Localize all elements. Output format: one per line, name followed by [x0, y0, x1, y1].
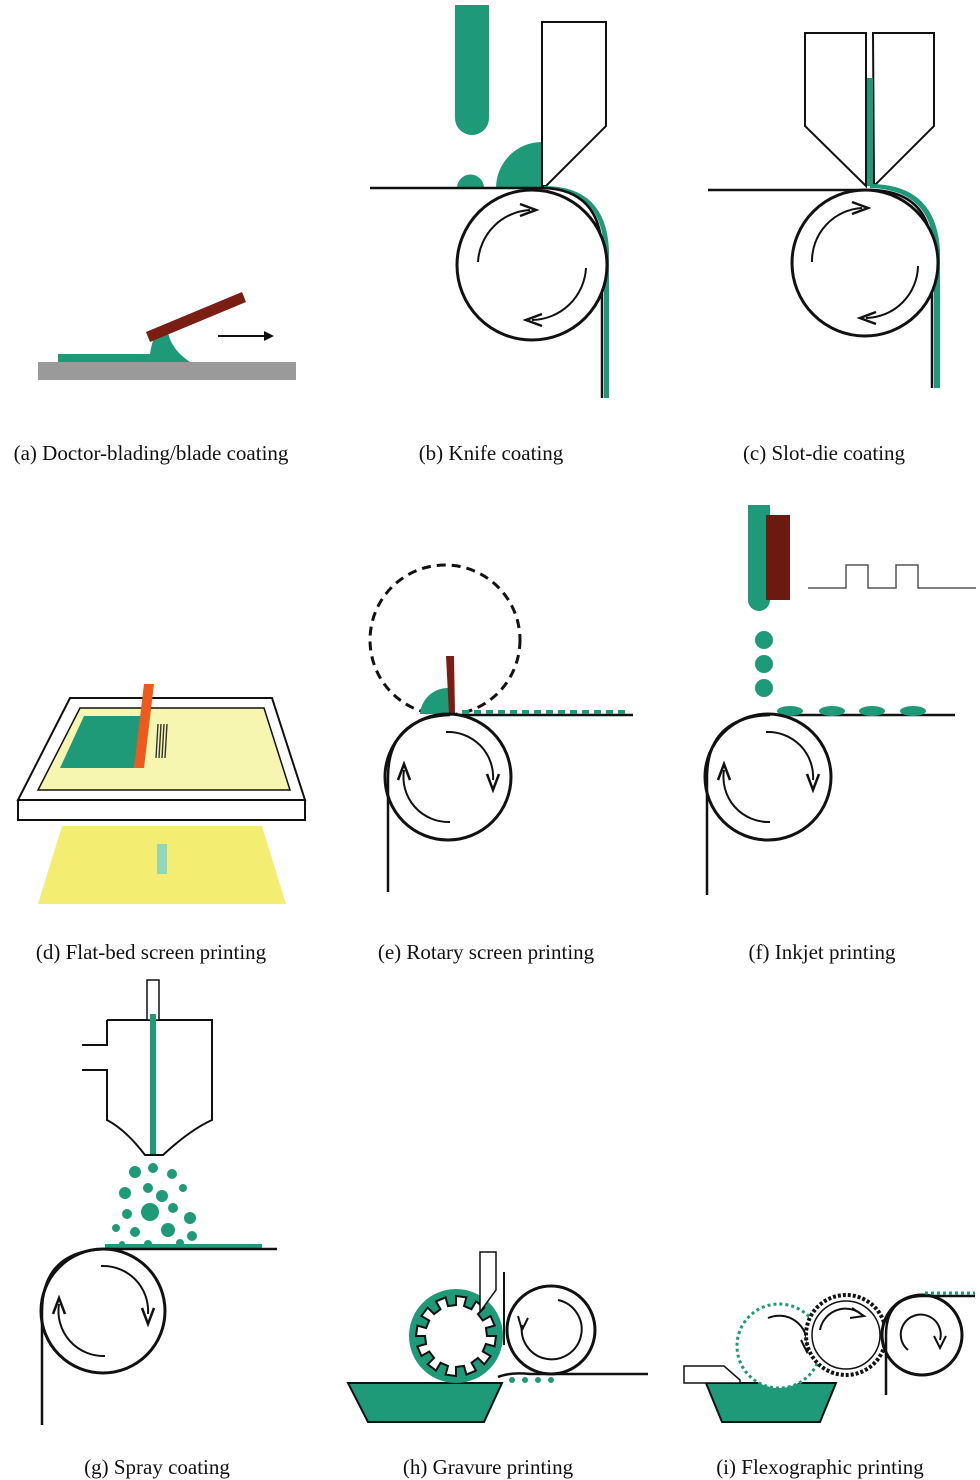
gravure-cell-outline	[414, 1294, 498, 1378]
roller	[39, 1247, 167, 1375]
impression-arrow-head	[933, 1335, 947, 1351]
caption-knife-coating: (b) Knife coating	[418, 441, 564, 465]
ink-droplet-2	[755, 655, 773, 673]
web-wrap	[386, 713, 451, 892]
roller-arrow-right	[445, 730, 495, 781]
roller	[790, 188, 940, 338]
spray-nozzle-body	[82, 1019, 213, 1156]
caption-inkjet: (f) Inkjet printing	[748, 940, 896, 964]
caption-rotary-screen: (e) Rotary screen printing	[377, 940, 595, 964]
caption-doctor-blading: (a) Doctor-blading/blade coating	[13, 441, 289, 465]
roller-arrow-right	[100, 1264, 150, 1315]
slot-die-left	[804, 32, 867, 189]
panel-flexographic	[683, 1291, 975, 1423]
slot-ink-channel	[867, 78, 873, 186]
caption-gravure: (h) Gravure printing	[402, 1455, 574, 1479]
ink-feed	[150, 1014, 156, 1154]
printed-lines-on-screen	[155, 723, 168, 759]
gravure-cylinder-cells	[414, 1294, 498, 1378]
plate-cylinder	[811, 1300, 881, 1370]
roller-arrow-top-head	[851, 200, 872, 216]
panel-gravure	[346, 1251, 648, 1423]
pulse-signal	[808, 564, 976, 589]
web-wrap	[40, 1247, 106, 1425]
ink-pool	[60, 716, 142, 768]
roller-arrow-right-head	[140, 1307, 156, 1328]
panel-slot-die	[708, 32, 940, 388]
printed-dots	[509, 1377, 554, 1383]
ink-film	[58, 333, 190, 362]
substrate-web	[497, 1372, 648, 1379]
doctor-blade	[479, 1251, 497, 1315]
roller-arrow-bottom	[531, 267, 587, 321]
substrate-web	[884, 1294, 975, 1395]
piezo-actuator	[766, 515, 790, 600]
doctor-blade	[683, 1365, 741, 1384]
caption-flatbed-screen: (d) Flat-bed screen printing	[35, 940, 267, 964]
impression-arrow-head	[517, 1315, 529, 1333]
roller-arrow-left	[722, 769, 771, 824]
impression-arrow	[899, 1313, 942, 1351]
panel-doctor-blading	[38, 292, 296, 380]
ink-inside-screen	[420, 687, 452, 714]
roller-arrow-left-head	[716, 760, 732, 781]
slot-die-right	[871, 32, 935, 189]
ink-bead-small	[457, 174, 484, 188]
roller-arrow-left	[402, 769, 451, 824]
roller-arrow-left-head	[51, 1294, 67, 1315]
printhead-ink	[748, 505, 770, 611]
caption-spray: (g) Spray coating	[84, 1455, 230, 1479]
ink-tray	[704, 1382, 838, 1423]
plate-arrow-head	[849, 1307, 867, 1319]
squeegee	[446, 656, 455, 714]
panel-rotary-screen	[368, 563, 633, 892]
substrate-plate	[38, 362, 296, 380]
web-wrap	[705, 713, 771, 895]
roller-arrow-left	[57, 1303, 106, 1358]
roller-arrow-bottom	[865, 265, 919, 319]
spray-droplets	[112, 1163, 197, 1248]
caption-slot-die: (c) Slot-die coating	[742, 441, 906, 465]
ink-droplet-1	[755, 631, 773, 649]
ink-droplet-3	[755, 679, 773, 697]
roller-arrow-top	[477, 209, 531, 263]
ink-tray	[346, 1382, 504, 1423]
roller-arrow-top	[810, 207, 863, 263]
screen-frame-side	[17, 799, 306, 821]
rotary-screen-cylinder	[368, 563, 522, 717]
roller-arrow-right-head	[805, 773, 821, 794]
panel-spray	[39, 979, 277, 1425]
doctor-blade	[146, 292, 246, 342]
roller-arrow-bottom-head	[522, 312, 543, 328]
squeegee	[134, 684, 154, 768]
roller-arrow-right	[765, 730, 815, 781]
panel-flatbed-screen	[16, 684, 307, 904]
caption-flexographic: (i) Flexographic printing	[716, 1455, 924, 1479]
ink-reservoir	[496, 142, 542, 188]
panel-inkjet	[703, 505, 976, 895]
panel-knife-coating	[370, 5, 609, 398]
impression-arrow-top	[520, 1299, 583, 1361]
roller-arrow-bottom-head	[856, 310, 877, 326]
ink-nozzle	[455, 5, 489, 135]
printed-pattern	[157, 844, 167, 874]
roller-arrow-top-head	[519, 202, 540, 218]
roller-arrow-right-head	[485, 773, 501, 794]
roller	[455, 188, 609, 342]
knife-blade	[541, 21, 607, 187]
deposited-drops	[777, 706, 926, 716]
roller-arrow-left-head	[396, 760, 412, 781]
